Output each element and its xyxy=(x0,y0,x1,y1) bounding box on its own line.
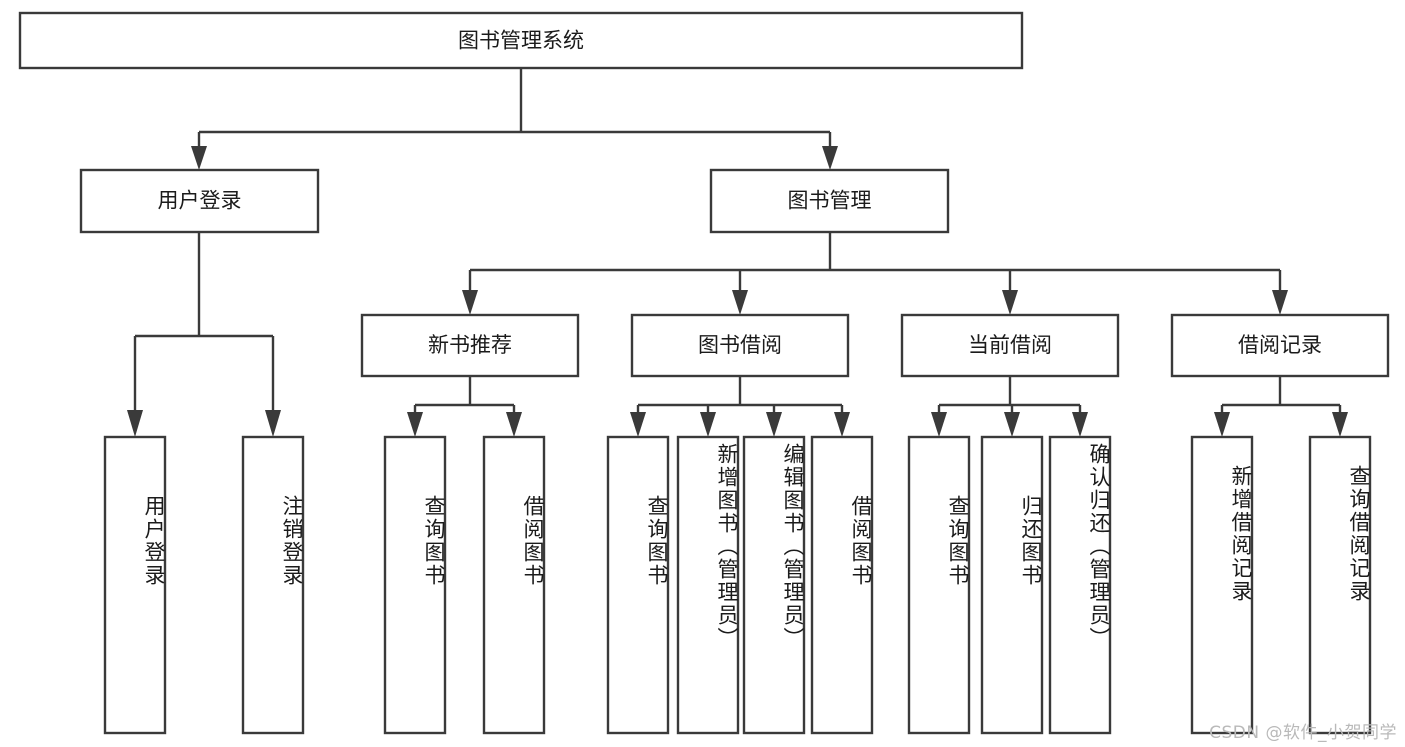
node-book-manage-box[interactable] xyxy=(709,168,950,234)
node-new-book-rec[interactable]: 新书推荐 xyxy=(360,313,580,378)
arrow-leaf-add-book xyxy=(700,412,716,437)
leaf-box-user-login[interactable] xyxy=(103,435,167,735)
leaf-box-borrow-book-2[interactable] xyxy=(810,435,874,735)
node-book-manage-label: 图书管理 xyxy=(788,189,872,213)
node-borrow-record-label: 借阅记录 xyxy=(1238,333,1322,357)
arrow-borrow-record xyxy=(1272,290,1288,315)
arrow-leaf-borrow-book-2 xyxy=(834,412,850,437)
arrow-leaf-query-book-1 xyxy=(407,412,423,437)
leaf-box-borrow-book-1[interactable] xyxy=(482,435,546,735)
node-root-label: 图书管理系统 xyxy=(458,29,584,53)
connector-group xyxy=(127,68,1348,437)
leaf-box-query-record[interactable] xyxy=(1308,435,1372,735)
node-new-book-rec-label: 新书推荐 xyxy=(428,333,512,357)
node-borrow-record-box[interactable] xyxy=(1170,313,1390,378)
node-current-borrow-box[interactable] xyxy=(900,313,1120,378)
node-book-borrow-label: 图书借阅 xyxy=(698,333,782,357)
node-current-borrow[interactable]: 当前借阅 xyxy=(900,313,1120,378)
arrow-leaf-confirm-return xyxy=(1072,412,1088,437)
leaf-box-add-record[interactable] xyxy=(1190,435,1254,735)
node-root[interactable]: 图书管理系统 xyxy=(18,11,1024,70)
node-book-borrow[interactable]: 图书借阅 xyxy=(630,313,850,378)
node-user-login-label: 用户登录 xyxy=(158,189,242,213)
leaf-box-query-book-1[interactable] xyxy=(383,435,447,735)
leaf-box-return-book[interactable] xyxy=(980,435,1044,735)
arrow-book-borrow xyxy=(732,290,748,315)
node-book-borrow-box[interactable] xyxy=(630,313,850,378)
node-user-login[interactable]: 用户登录 xyxy=(79,168,320,234)
leaf-box-query-book-2[interactable] xyxy=(606,435,670,735)
arrow-leaf-query-record xyxy=(1332,412,1348,437)
node-borrow-record[interactable]: 借阅记录 xyxy=(1170,313,1390,378)
leaf-box-group xyxy=(103,435,1372,735)
arrow-leaf-user-login xyxy=(127,410,143,437)
leaf-box-confirm-return[interactable] xyxy=(1048,435,1112,735)
arrow-userlogin xyxy=(191,146,207,170)
leaf-box-logout[interactable] xyxy=(241,435,305,735)
arrow-leaf-query-book-2 xyxy=(630,412,646,437)
node-new-book-rec-box[interactable] xyxy=(360,313,580,378)
node-user-login-box[interactable] xyxy=(79,168,320,234)
arrow-leaf-edit-book xyxy=(766,412,782,437)
node-book-manage[interactable]: 图书管理 xyxy=(709,168,950,234)
leaf-box-edit-book[interactable] xyxy=(742,435,806,735)
csdn-watermark: CSDN @软件_小贺同学 xyxy=(1209,723,1397,743)
arrow-bookmanage xyxy=(822,146,838,170)
arrow-new-book-rec xyxy=(462,290,478,315)
arrow-leaf-return-book xyxy=(1004,412,1020,437)
leaf-box-query-book-3[interactable] xyxy=(907,435,971,735)
arrow-current-borrow xyxy=(1002,290,1018,315)
leaf-box-add-book[interactable] xyxy=(676,435,740,735)
arrow-leaf-borrow-book-1 xyxy=(506,412,522,437)
arrow-leaf-add-record xyxy=(1214,412,1230,437)
arrow-leaf-query-book-3 xyxy=(931,412,947,437)
node-current-borrow-label: 当前借阅 xyxy=(968,333,1052,357)
node-root-box[interactable] xyxy=(18,11,1024,70)
arrow-leaf-logout xyxy=(265,410,281,437)
